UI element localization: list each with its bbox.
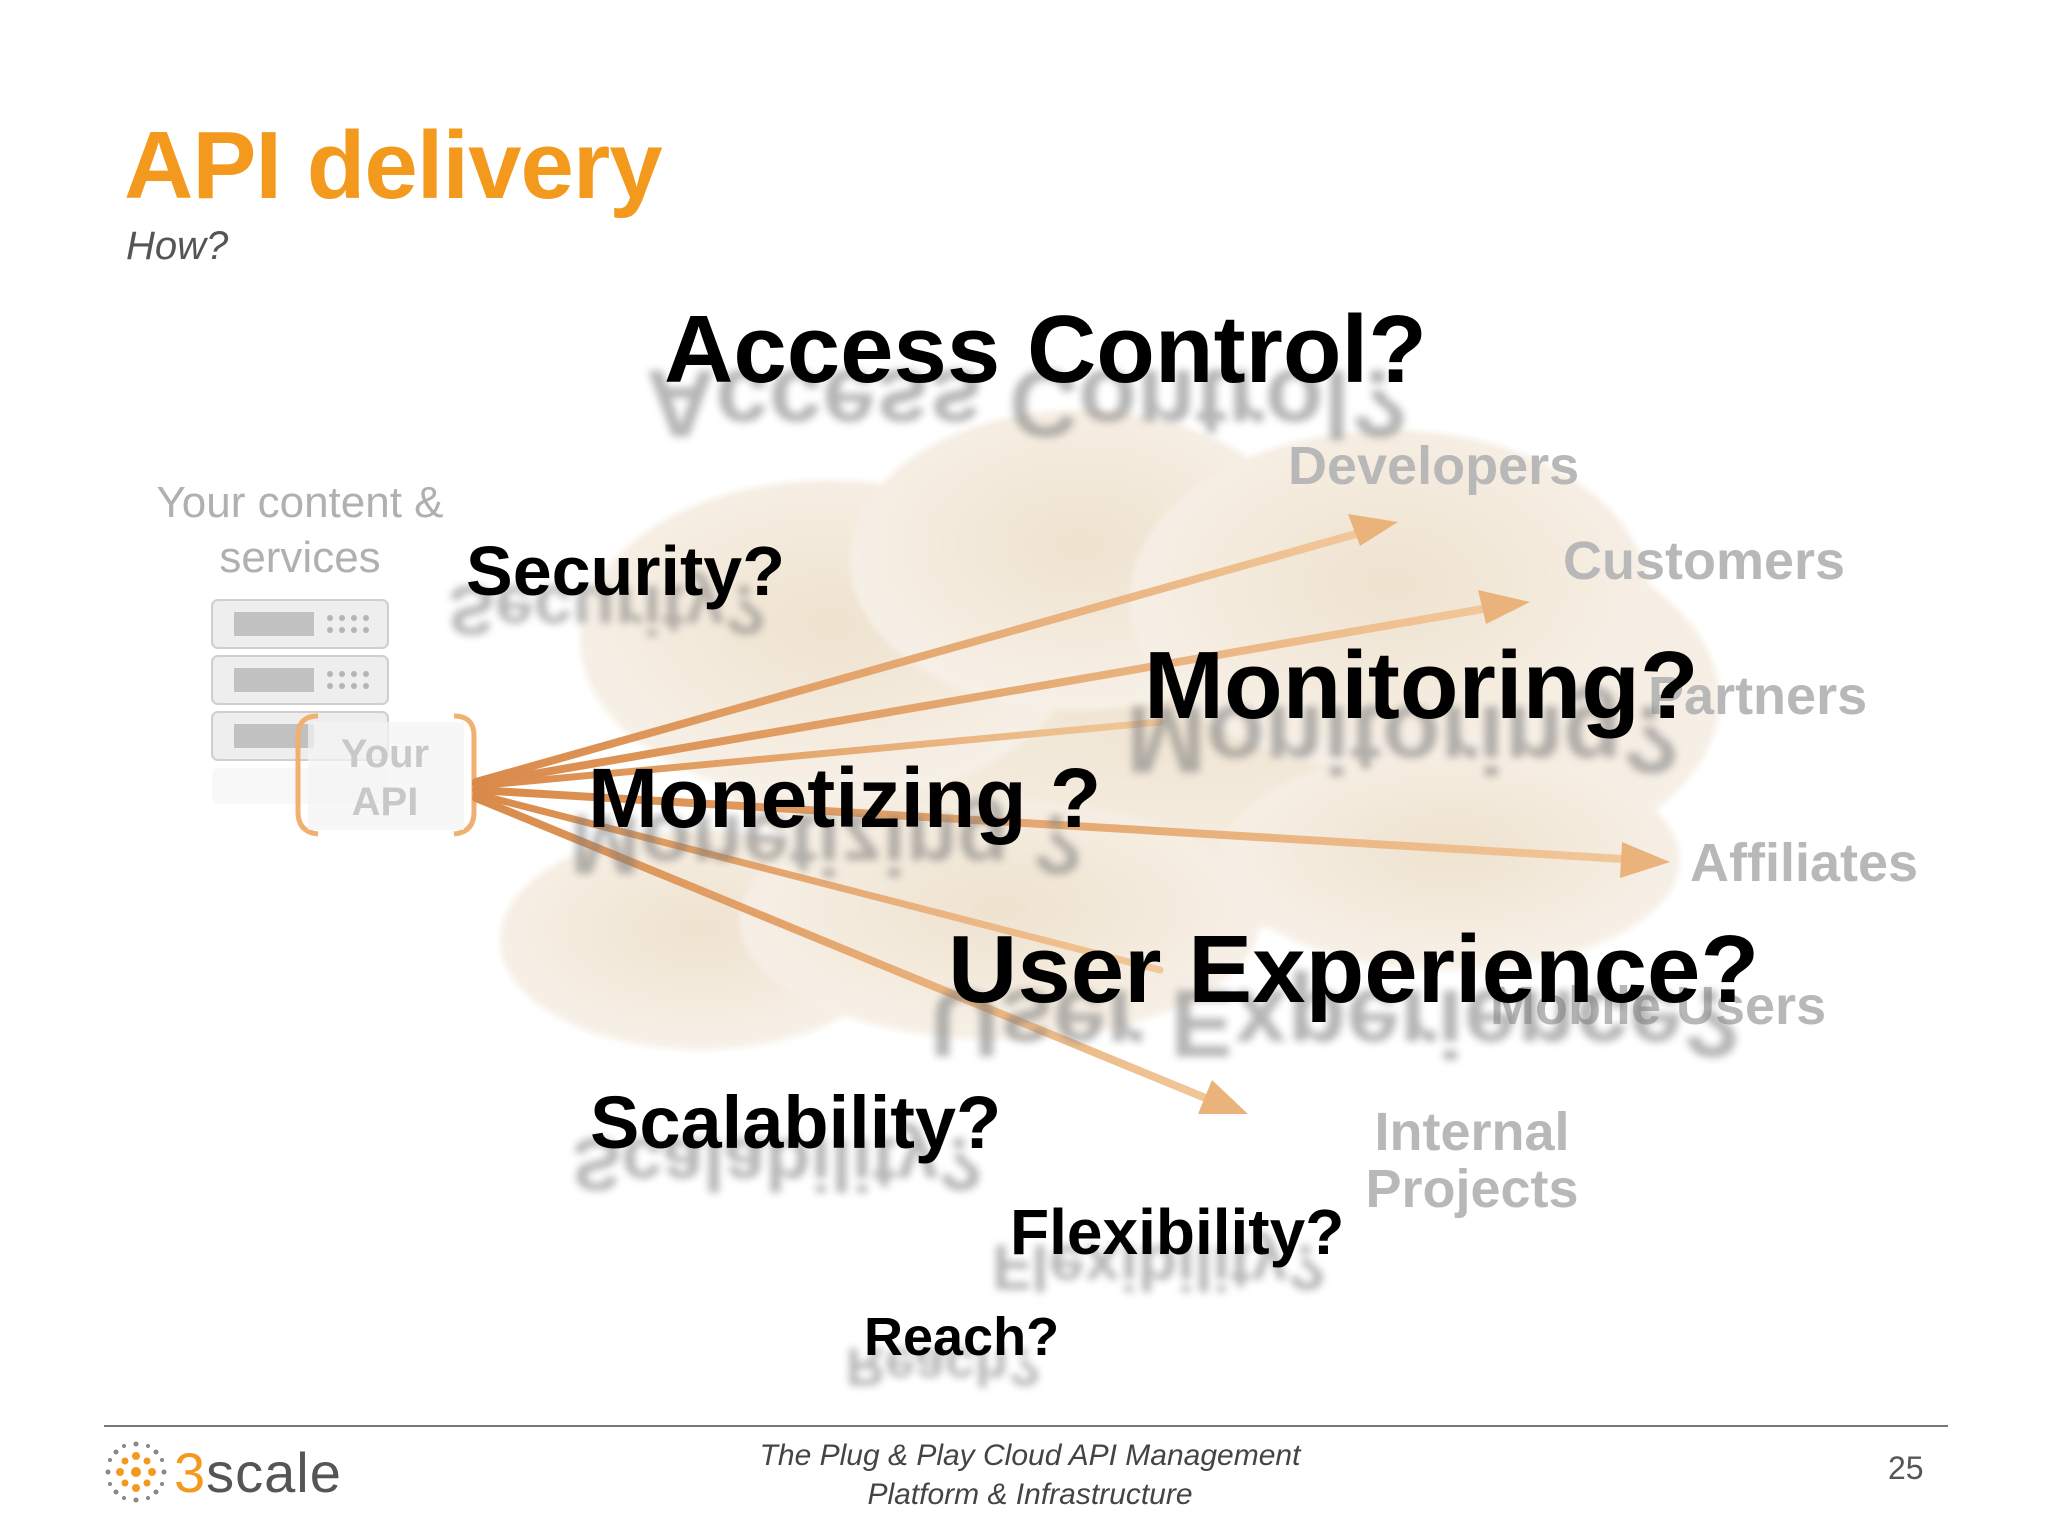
question-user-experience: User Experience? User Experience?: [930, 916, 1760, 1077]
question-flexibility: Flexibility? Flexibility?: [992, 1196, 1345, 1304]
arrow-partners: [472, 718, 1164, 790]
slide-title: API delivery: [124, 112, 663, 219]
api-bracket-icon: [295, 713, 477, 837]
audience-internal-projects: Internal Projects: [1365, 1102, 1579, 1219]
arrow-mobile-users: [472, 790, 1164, 974]
audience-affiliates: Affiliates: [1690, 833, 1919, 893]
audience-mobile-users: Mobile Users: [1490, 976, 1827, 1036]
question-monetizing: Monetizing ? Monetizing ?: [570, 751, 1102, 892]
arrow-customers: [472, 590, 1530, 788]
audience-customers: Customers: [1563, 531, 1846, 591]
3scale-logo: 3scale: [104, 1440, 342, 1504]
api-box: [308, 722, 464, 830]
slide-subtitle: How?: [126, 224, 229, 268]
cloud-icon: [500, 410, 1720, 1050]
question-reach: Reach? Reach?: [846, 1307, 1060, 1397]
question-scalability: Scalability? Scalability?: [572, 1081, 1002, 1206]
question-monitoring: Monitoring? Monitoring?: [1126, 632, 1699, 793]
arrow-affiliates: [472, 786, 1670, 878]
arrow-internal-projects: [472, 794, 1248, 1114]
question-access-control: Access Control? Access Control?: [646, 296, 1427, 457]
delivery-arrows: [472, 514, 1670, 1114]
content-services-label: Your content & services: [156, 478, 444, 582]
page-number: 25: [1888, 1450, 1924, 1486]
audience-partners: Partners: [1648, 666, 1868, 726]
arrow-developers: [472, 514, 1398, 786]
audience-developers: Developers: [1288, 436, 1580, 496]
logo-wordmark: 3scale: [174, 1440, 342, 1504]
your-api-label: Your API: [340, 732, 430, 824]
question-security: Security? Security?: [448, 532, 785, 649]
3scale-logo-icon: [105, 1441, 167, 1503]
footer-tagline: The Plug & Play Cloud API Management Pla…: [759, 1439, 1301, 1511]
footer-divider: [104, 1425, 1948, 1427]
